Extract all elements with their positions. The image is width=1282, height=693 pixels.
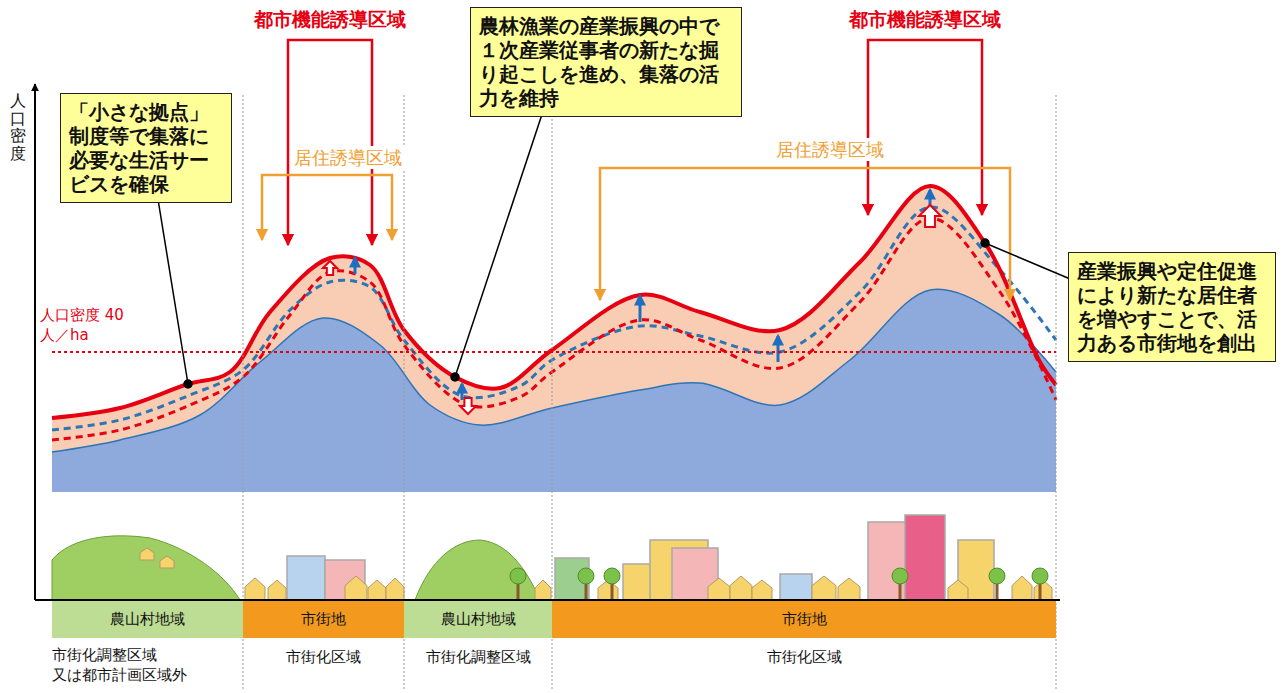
- up-arrow: [354, 258, 357, 274]
- zone-label: 居住誘導区域: [291, 146, 405, 169]
- house: [948, 580, 968, 600]
- house: [752, 580, 772, 600]
- threshold-line: [52, 351, 1056, 353]
- node-text: 農林漁業の産業振興の中で１次産業従事者の新たな掘り起こしを進め、集落の活力を維持: [479, 14, 733, 110]
- building: [905, 515, 945, 600]
- zoning-label: 市街化区域: [767, 648, 842, 668]
- callout-box: 「小さな拠点」制度等で集落に必要な生活サービスを確保: [60, 93, 232, 203]
- zone-label: 都市機能誘導区域: [846, 7, 1004, 32]
- tree-crown: [510, 568, 526, 584]
- bracket: [600, 168, 805, 300]
- area-band: 農山村地域: [52, 601, 243, 638]
- bracket: [330, 40, 372, 245]
- house: [140, 548, 154, 560]
- bracket: [288, 40, 330, 245]
- leader-dot: [981, 239, 989, 247]
- house: [535, 580, 551, 600]
- hill: [52, 536, 240, 600]
- tree-crown: [604, 568, 620, 584]
- house: [386, 578, 404, 600]
- block-arrow: [919, 205, 941, 227]
- house: [1012, 576, 1032, 600]
- house: [160, 556, 174, 568]
- y-axis: [34, 84, 36, 600]
- house: [268, 580, 286, 600]
- house: [245, 578, 265, 600]
- tree: [604, 568, 620, 600]
- bracket: [868, 40, 925, 215]
- trend-line: [52, 207, 1056, 430]
- up-arrow: [777, 336, 780, 362]
- building: [287, 556, 325, 600]
- node-text: 農山村地域: [110, 610, 185, 629]
- forecast-line: [52, 218, 1056, 440]
- tree: [510, 568, 526, 600]
- up-arrow: [639, 296, 642, 322]
- house: [345, 576, 367, 600]
- tree-crown: [892, 568, 908, 584]
- leader-dot: [451, 373, 459, 381]
- zoning-label: 市街化区域: [286, 648, 361, 668]
- bracket: [925, 40, 982, 215]
- node-text: 「小さな拠点」制度等で集落に必要な生活サービスを確保: [69, 100, 223, 196]
- bracket: [327, 175, 392, 240]
- node-text: 市街地: [301, 610, 346, 629]
- area-band: 農山村地域: [404, 601, 552, 638]
- zone-label: 都市機能誘導区域: [251, 7, 409, 32]
- tree: [1032, 568, 1048, 600]
- node-text: 市街地: [782, 610, 827, 629]
- node-text: 産業振興や定住促進により新たな居住者を増やすことで、活力ある市街地を創出: [1077, 259, 1267, 355]
- house: [812, 576, 836, 600]
- house: [838, 578, 860, 600]
- tree-crown: [989, 568, 1005, 584]
- callout-box: 農林漁業の産業振興の中で１次産業従事者の新たな掘り起こしを進め、集落の活力を維持: [470, 7, 742, 117]
- block-arrow: [460, 398, 476, 414]
- density-curves: [52, 186, 1056, 492]
- node-text: 農山村地域: [441, 610, 516, 629]
- bracket: [805, 168, 1010, 300]
- axis-label: 人口密度: [10, 92, 26, 162]
- zoning-label: 市街化調整区域: [426, 648, 531, 668]
- hill: [415, 540, 540, 600]
- tree: [578, 568, 594, 600]
- block-arrow: [323, 261, 337, 275]
- zone-dividers: [243, 95, 1056, 690]
- building: [780, 574, 812, 600]
- house: [708, 578, 730, 600]
- callout-box: 産業振興や定住促進により新たな居住者を増やすことで、活力ある市街地を創出: [1068, 252, 1276, 362]
- tree-crown: [1032, 568, 1048, 584]
- axes: [35, 84, 1060, 600]
- bracket: [262, 175, 327, 240]
- house: [368, 580, 386, 600]
- leader-dot: [184, 380, 192, 388]
- tree: [892, 568, 908, 600]
- area-band: 市街地: [552, 601, 1056, 638]
- up-arrow: [461, 384, 464, 400]
- zone-label: 居住誘導区域: [773, 138, 887, 161]
- zoning-label: 市街化調整区域 又は都市計画区域外: [52, 646, 242, 685]
- tree: [989, 568, 1005, 600]
- threshold-label: 人口密度 40 人／ha: [40, 306, 126, 345]
- growth-area: [52, 186, 1056, 492]
- building: [868, 522, 906, 600]
- house: [730, 576, 752, 600]
- area-band: 市街地: [243, 601, 404, 638]
- tree-crown: [578, 568, 594, 584]
- target-line: [52, 186, 1056, 418]
